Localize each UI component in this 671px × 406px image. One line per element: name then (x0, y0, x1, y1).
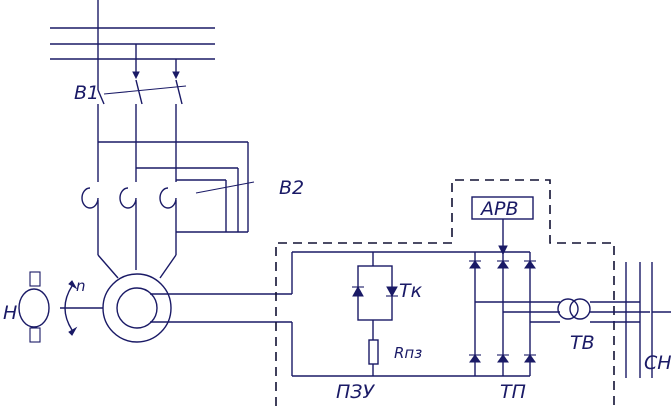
transformer (557, 298, 650, 323)
label-protection-resistor: Rпз (394, 344, 422, 362)
label-crowbar-thyristors: Тк (399, 280, 423, 302)
aux-busbars (625, 262, 671, 378)
regulator-block (471, 196, 534, 256)
pump-motor (18, 271, 78, 343)
label-breaker-b1: В1 (74, 82, 99, 104)
supply-busbars (50, 0, 215, 90)
thyristor-bridge (469, 251, 560, 377)
label-protection-unit: ПЗУ (336, 381, 375, 403)
breaker-b2-wiring (98, 141, 255, 233)
label-transformer: ТВ (570, 332, 595, 354)
breaker-b1 (97, 79, 187, 182)
converter-enclosure (275, 179, 615, 406)
label-motor: Н (3, 302, 17, 324)
protection-unit (291, 251, 475, 377)
label-aux-bus: СН (644, 352, 671, 374)
current-sensors (81, 187, 177, 279)
machine (60, 273, 292, 343)
label-regulator: АРВ (479, 198, 519, 220)
label-converter: ТП (500, 381, 526, 403)
label-speed: n (76, 277, 86, 295)
label-breaker-b2: В2 (279, 177, 304, 199)
